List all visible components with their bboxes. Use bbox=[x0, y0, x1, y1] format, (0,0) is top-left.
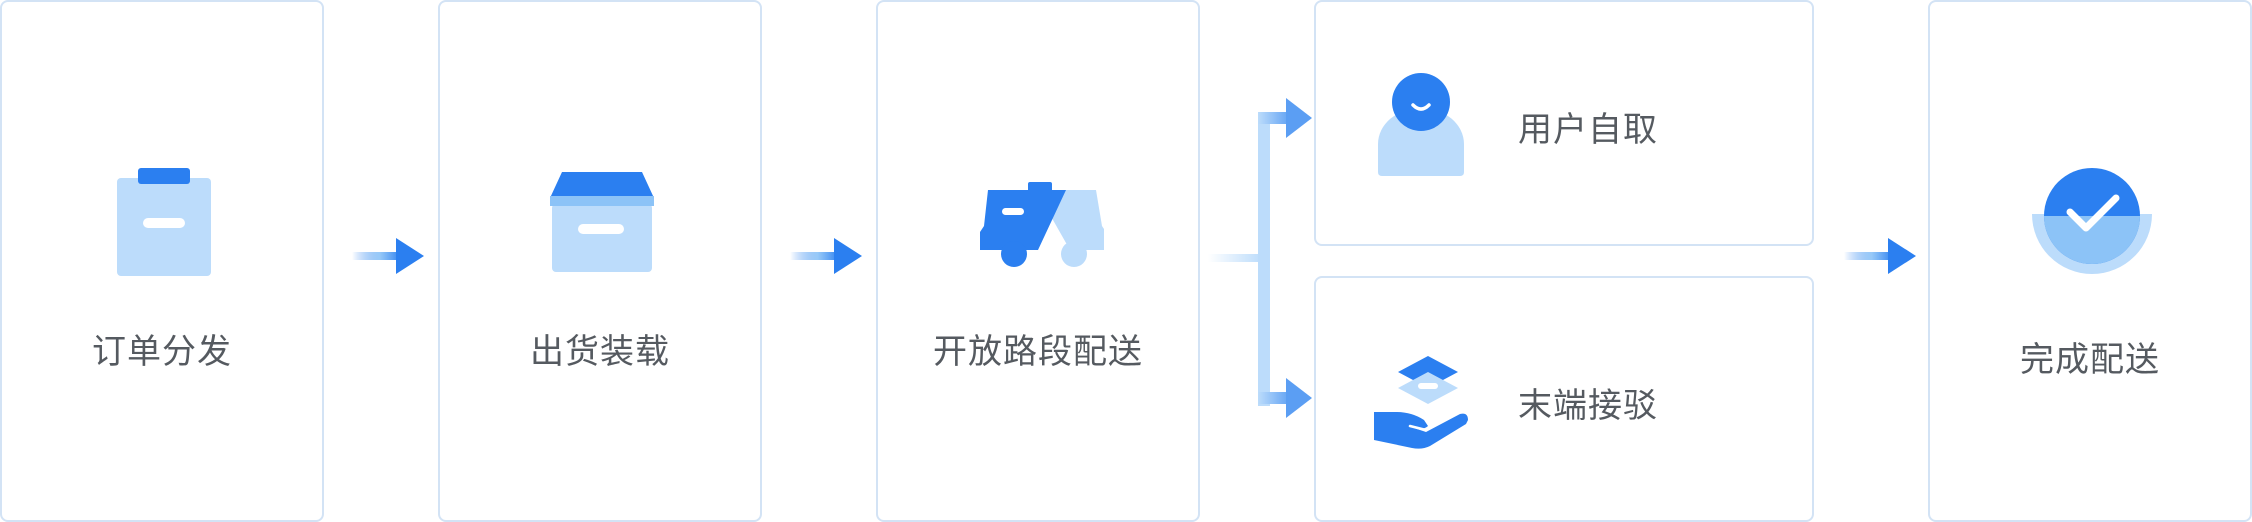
clipboard-icon bbox=[117, 168, 211, 276]
step-card-order-dispatch: 订单分发 bbox=[0, 0, 324, 522]
step-label-loading: 出货装载 bbox=[530, 332, 670, 372]
step-label-delivery-complete: 完成配送 bbox=[2020, 340, 2160, 380]
flow-arrow-2 bbox=[790, 238, 862, 274]
hand-package-icon bbox=[1374, 356, 1468, 449]
step-card-user-pickup: 用户自取 bbox=[1314, 0, 1814, 246]
check-circle-icon bbox=[2032, 168, 2152, 274]
flow-arrow-1 bbox=[352, 238, 424, 274]
step-card-loading: 出货装载 bbox=[438, 0, 762, 522]
step-label-order-dispatch: 订单分发 bbox=[92, 332, 232, 372]
step-label-open-road-delivery: 开放路段配送 bbox=[933, 332, 1143, 372]
step-card-open-road-delivery: 开放路段配送 bbox=[876, 0, 1200, 522]
flow-arrow-3 bbox=[1844, 238, 1916, 274]
step-card-delivery-complete: 完成配送 bbox=[1928, 0, 2252, 522]
step-label-user-pickup: 用户自取 bbox=[1518, 110, 1658, 150]
branch-connector bbox=[1208, 98, 1312, 418]
step-card-last-mile-handoff: 末端接驳 bbox=[1314, 276, 1814, 522]
delivery-vehicle-icon bbox=[980, 182, 1104, 267]
user-icon bbox=[1378, 73, 1464, 176]
box-icon bbox=[550, 172, 654, 272]
step-label-last-mile-handoff: 末端接驳 bbox=[1518, 386, 1658, 426]
